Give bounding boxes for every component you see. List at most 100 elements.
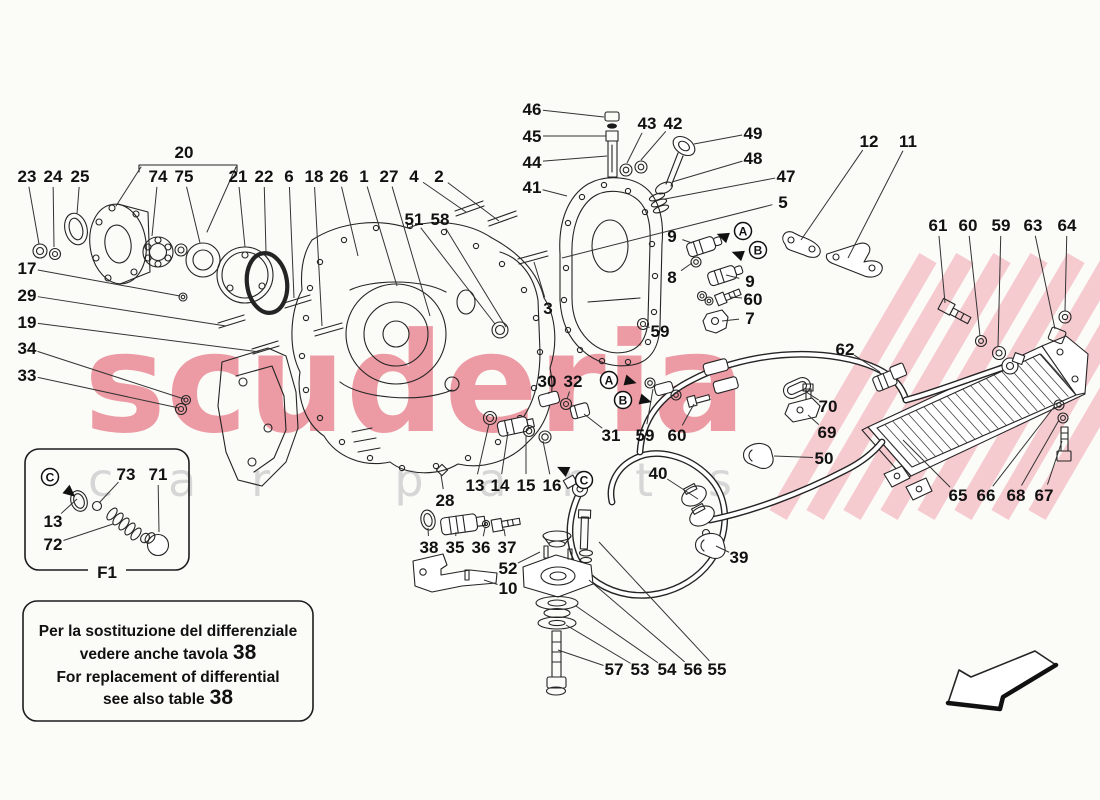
hose-end-fittings [702, 358, 739, 394]
leader-line [517, 551, 541, 564]
part-callout: 23 [18, 167, 37, 186]
part-callout: 18 [305, 167, 324, 186]
dipstick-and-plug [604, 111, 696, 214]
leader-line [646, 388, 654, 425]
part-callout: 64 [1058, 216, 1077, 235]
part-callout: 16 [543, 476, 562, 495]
part-callout: 13 [466, 476, 485, 495]
leader-line [847, 150, 904, 259]
part-callout: 35 [446, 538, 465, 557]
circled-letter: C [46, 471, 55, 485]
part-callout: 59 [651, 322, 670, 341]
part-callout: 72 [44, 535, 63, 554]
part-callout: 63 [1024, 216, 1043, 235]
leader-line [482, 527, 486, 537]
leader-line [997, 235, 1002, 348]
leader-line [671, 160, 743, 183]
part-callout: 57 [605, 660, 624, 679]
leader-line [693, 134, 743, 145]
pointer-triangle [638, 393, 652, 405]
watermark-brand-text: scuderia [84, 303, 746, 464]
inset-box [24, 448, 190, 576]
support-brackets [782, 231, 883, 278]
part-callout: 7 [745, 309, 754, 328]
group-brace-20 [115, 164, 238, 233]
leader-line [1064, 235, 1068, 312]
part-callout: 20 [175, 143, 194, 162]
part-callout: 46 [523, 100, 542, 119]
part-callout: 38 [420, 538, 439, 557]
part-callout: 11 [899, 132, 917, 151]
leader-line [682, 239, 693, 244]
leader-line [680, 262, 693, 272]
leader-line [341, 186, 359, 257]
hose-coupling [872, 362, 908, 392]
part-callout: 6 [284, 167, 293, 186]
leader-line [76, 186, 80, 215]
part-callout: 49 [744, 124, 763, 143]
part-callout: 40 [649, 464, 668, 483]
leader-line [626, 132, 643, 164]
leader-line [483, 579, 498, 585]
leader-line [773, 455, 814, 459]
leader-line [715, 545, 730, 553]
leader-line [968, 235, 981, 337]
circled-letter-ring [40, 467, 60, 487]
leader-line [565, 624, 631, 664]
hose-clip [694, 532, 726, 559]
leader-line [238, 186, 246, 248]
part-callout: 24 [44, 167, 63, 186]
circled-letter: B [754, 244, 763, 258]
leader-line [37, 322, 261, 353]
pointer-triangle [557, 466, 571, 477]
part-callout: 39 [730, 548, 749, 567]
part-callout: 36 [472, 538, 491, 557]
leader-line [666, 478, 699, 500]
part-callout: 3 [543, 299, 552, 318]
circled-letter: B [619, 394, 628, 408]
part-callout: 29 [18, 286, 37, 305]
leader-lines [28, 109, 1068, 666]
leader-line [366, 186, 398, 287]
leader-line [575, 605, 659, 664]
pointer-triangle [731, 250, 745, 262]
part-callout: 37 [498, 538, 517, 557]
leader-line [853, 354, 881, 373]
part-callout: 2 [434, 167, 443, 186]
part-callout: 56 [684, 660, 703, 679]
part-callout: 5 [778, 193, 787, 212]
leader-line [800, 149, 864, 241]
leader-line [992, 406, 1055, 487]
hose-clamp [689, 502, 715, 527]
leader-line [186, 186, 201, 244]
oil-cooling-radiator [861, 297, 1089, 501]
leader-line [157, 484, 160, 533]
part-callout: 9 [667, 227, 676, 246]
hose-cap [782, 377, 812, 399]
part-callout: 17 [18, 259, 37, 278]
leader-line [447, 182, 500, 222]
leader-line [420, 227, 496, 325]
part-callout: 41 [523, 178, 542, 197]
part-callout: 74 [149, 167, 168, 186]
leader-line [263, 186, 267, 253]
part-callout: 25 [71, 167, 90, 186]
leader-line [721, 318, 740, 322]
part-callout: 22 [255, 167, 274, 186]
sensors-upper [636, 236, 744, 334]
part-callout: 9 [745, 272, 754, 291]
part-callout: 54 [658, 660, 677, 679]
leader-line [60, 498, 78, 514]
leader-line [37, 376, 180, 409]
part-callout: 8 [667, 268, 676, 287]
part-callout: 12 [860, 132, 879, 151]
part-callout: 27 [380, 167, 399, 186]
leader-line [542, 440, 551, 475]
leader-line [391, 186, 431, 317]
leader-line [542, 189, 568, 197]
leader-line [566, 391, 570, 400]
leader-line [588, 579, 685, 663]
leader-line [681, 403, 695, 426]
